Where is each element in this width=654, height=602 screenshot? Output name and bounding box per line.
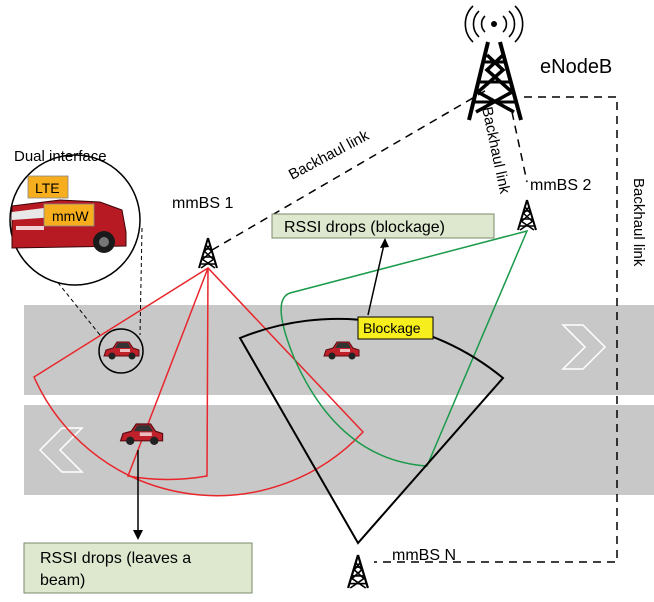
backhaul-link-mmbsn xyxy=(374,96,618,563)
backhaul-label-n: Backhaul link xyxy=(630,178,647,267)
inset-connector-right xyxy=(139,227,143,336)
rssi-leaves-label-line1: RSSI drops (leaves a xyxy=(40,550,191,567)
road-lower xyxy=(24,405,654,495)
blockage-box xyxy=(357,316,434,340)
car-highlight-circle xyxy=(98,328,144,374)
mmbs1-tower-icon xyxy=(198,237,218,269)
backhaul-label-2: Backhaul link xyxy=(478,105,513,195)
lte-label: LTE xyxy=(35,180,60,196)
beam-mmbs1-wide xyxy=(33,267,365,497)
rssi-blockage-label: RSSI drops (blockage) xyxy=(284,219,445,236)
beam-mmbs2 xyxy=(280,229,529,467)
backhaul-label-1: Backhaul link xyxy=(286,127,372,184)
enodeb-tower-icon xyxy=(464,5,524,121)
beam-mmbs1-narrow xyxy=(126,267,209,481)
rssi-leaves-box xyxy=(23,542,253,594)
dual-interface-title: Dual interface xyxy=(14,148,107,165)
leaves-beam-arrowhead-icon xyxy=(133,530,143,540)
lte-label-box xyxy=(27,175,69,199)
blockage-arrowhead-icon xyxy=(380,238,389,248)
blockage-label: Blockage xyxy=(363,320,421,336)
direction-right-icon xyxy=(561,324,607,370)
direction-left-icon xyxy=(38,427,84,473)
mmbs2-label: mmBS 2 xyxy=(530,177,591,194)
mmw-label: mmW xyxy=(52,208,89,224)
backhaul-link-mmbs2 xyxy=(511,111,528,183)
mmbsn-tower-icon xyxy=(347,553,369,590)
blockage-callout-arrow xyxy=(367,239,386,316)
rssi-blockage-box xyxy=(271,213,495,239)
mmbs1-label: mmBS 1 xyxy=(172,195,233,212)
mmw-label-box xyxy=(43,203,95,227)
enodeb-label: eNodeB xyxy=(540,56,612,78)
rssi-leaves-label-line2: beam) xyxy=(40,572,85,589)
mmbs2-tower-icon xyxy=(517,199,537,231)
mmbsn-label: mmBS N xyxy=(392,547,456,564)
backhaul-link-mmbs1 xyxy=(211,87,491,251)
